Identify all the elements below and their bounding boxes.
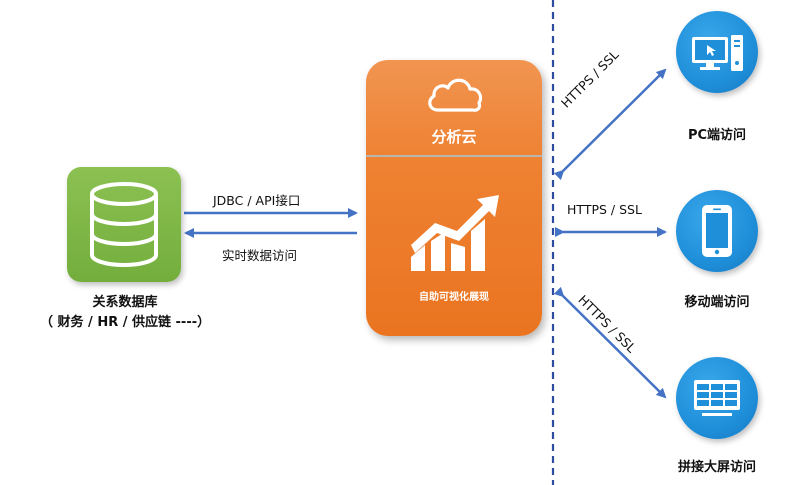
database-icon [90,182,158,267]
database-detail: （ 财务 / HR / 供应链 ----） [40,315,211,330]
arrow-screen-link [553,286,667,399]
growth-chart-icon [411,195,499,271]
analytics-cloud-node: 分析云 自助可视化展现 [366,60,542,336]
screen-client-label: 拼接大屏访问 [677,460,756,475]
screen-client-node [676,357,758,439]
large-screen-icon [694,380,740,416]
pc-client-node [676,11,758,93]
pc-client-label: PC端访问 [687,128,747,143]
mobile-client-node [676,190,758,272]
cloud-title: 分析云 [431,128,477,146]
desktop-computer-icon [692,35,743,71]
database-name: 关系数据库 [92,295,158,310]
database-node [67,167,181,282]
mobile-phone-icon [702,205,732,257]
mobile-client-label: 移动端访问 [684,295,750,310]
cloud-subtitle: 自助可视化展现 [419,292,489,303]
cloud-icon [428,78,483,112]
cloud-divider [366,155,542,157]
arrow-pc-link [553,68,667,181]
db-to-cloud-label: JDBC / API接口 [213,193,301,208]
cloud-to-db-label: 实时数据访问 [222,248,298,263]
mobile-link-label: HTTPS / SSL [567,202,642,217]
